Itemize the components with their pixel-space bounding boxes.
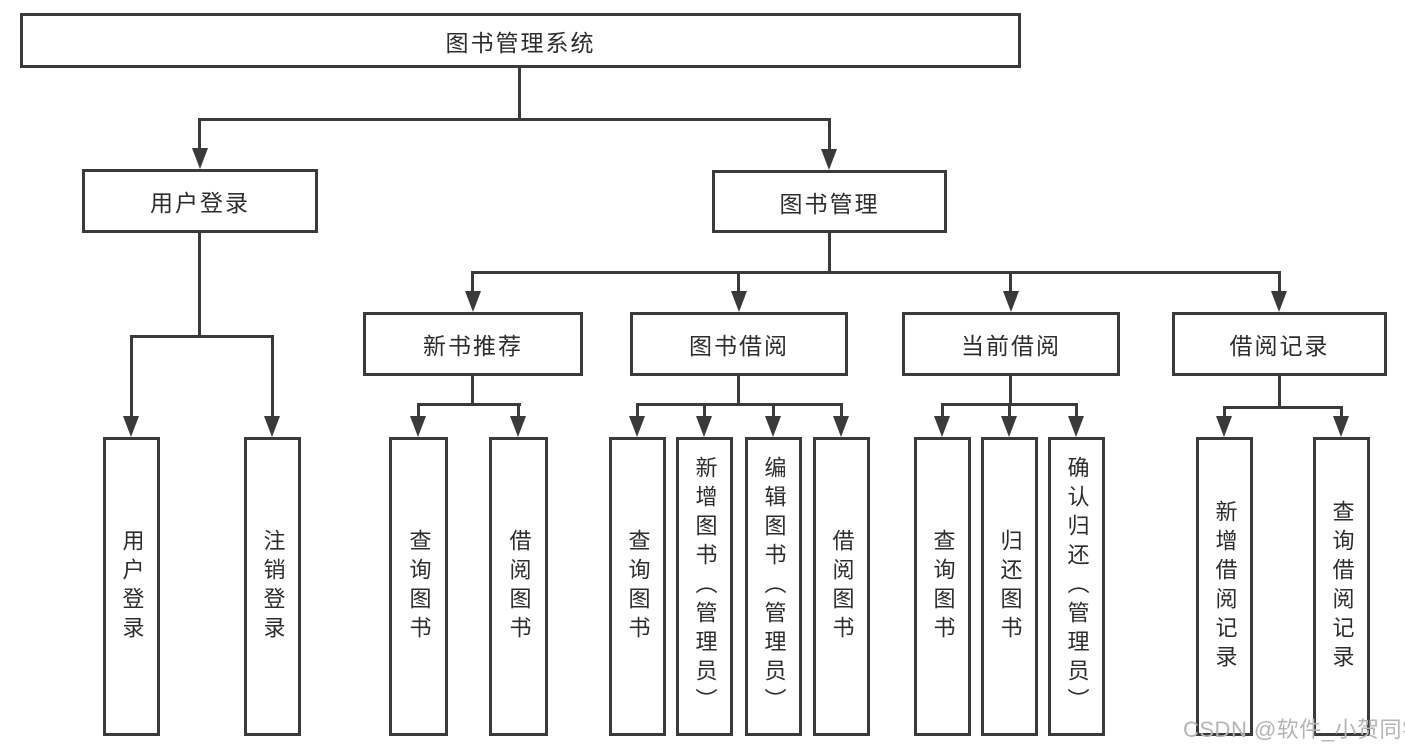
arrow-down-icon (696, 416, 712, 437)
arrow-down-icon (629, 416, 645, 437)
arrow-down-icon (264, 416, 280, 437)
leaf-record-query-borrow-record-label: 查询借阅记录 (1329, 499, 1355, 674)
connector-line (636, 403, 843, 406)
arrow-down-icon (1001, 416, 1017, 437)
node-borrow-record: 借阅记录 (1172, 312, 1387, 376)
leaf-borrow-add-books-admin: 新增图书（管理员） (676, 437, 733, 736)
leaf-borrow-borrow-books: 借阅图书 (813, 437, 870, 736)
connector-line (828, 233, 831, 271)
node-current-borrow: 当前借阅 (902, 312, 1120, 376)
leaf-user-login-label: 用户登录 (119, 528, 145, 645)
arrow-down-icon (465, 291, 481, 312)
leaf-recommend-query-books-label: 查询图书 (406, 528, 432, 645)
node-book-borrow-label: 图书借阅 (689, 333, 789, 359)
connector-line (1223, 406, 1343, 409)
leaf-borrow-borrow-books-label: 借阅图书 (829, 528, 855, 645)
connector-line (471, 376, 474, 403)
arrow-down-icon (192, 148, 208, 169)
connector-line (772, 403, 775, 416)
connector-line (840, 403, 843, 416)
arrow-down-icon (1271, 291, 1287, 312)
node-book-management-label: 图书管理 (779, 190, 880, 217)
connector-line (198, 233, 201, 335)
connector-line (737, 376, 740, 403)
connector-line (130, 335, 133, 416)
connector-line (1278, 271, 1281, 291)
leaf-current-query-books-label: 查询图书 (930, 528, 956, 645)
leaf-recommend-borrow-books-label: 借阅图书 (506, 528, 532, 645)
node-user-login: 用户登录 (82, 169, 318, 233)
leaf-borrow-query-books: 查询图书 (609, 437, 666, 736)
arrow-down-icon (510, 416, 526, 437)
node-current-borrow-label: 当前借阅 (961, 333, 1061, 359)
connector-line (417, 403, 521, 406)
connector-line (471, 271, 1281, 274)
arrow-down-icon (934, 416, 950, 437)
arrow-down-icon (410, 416, 426, 437)
leaf-record-add-borrow-record: 新增借阅记录 (1196, 437, 1253, 736)
arrow-down-icon (1216, 416, 1232, 437)
arrow-down-icon (731, 291, 747, 312)
arrow-down-icon (1003, 291, 1019, 312)
node-book-management: 图书管理 (712, 170, 947, 233)
connector-line (471, 271, 474, 291)
leaf-record-add-borrow-record-label: 新增借阅记录 (1212, 499, 1238, 674)
leaf-current-return-books: 归还图书 (981, 437, 1038, 736)
watermark: CSDN @软件_小贺同学 (1183, 717, 1405, 742)
leaf-borrow-query-books-label: 查询图书 (625, 528, 651, 645)
connector-line (703, 403, 706, 416)
connector-line (517, 403, 520, 416)
leaf-record-query-borrow-record: 查询借阅记录 (1313, 437, 1370, 736)
leaf-logout: 注销登录 (244, 437, 301, 736)
node-root: 图书管理系统 (20, 13, 1021, 68)
connector-line (1009, 376, 1012, 403)
leaf-user-login: 用户登录 (103, 437, 160, 736)
leaf-borrow-edit-books-admin-label: 编辑图书（管理员） (761, 456, 787, 717)
leaf-recommend-borrow-books: 借阅图书 (489, 437, 548, 736)
connector-line (518, 68, 521, 118)
connector-line (941, 403, 944, 416)
leaf-current-return-books-label: 归还图书 (997, 528, 1023, 645)
connector-line (198, 118, 201, 149)
node-user-login-label: 用户登录 (150, 190, 250, 216)
leaf-current-query-books: 查询图书 (914, 437, 971, 736)
connector-line (1009, 271, 1012, 291)
connector-line (1340, 406, 1343, 416)
arrow-down-icon (123, 416, 139, 437)
arrow-down-icon (1068, 416, 1084, 437)
leaf-borrow-add-books-admin-label: 新增图书（管理员） (692, 456, 718, 717)
arrow-down-icon (833, 416, 849, 437)
leaf-logout-label: 注销登录 (260, 528, 286, 645)
connector-line (130, 335, 274, 338)
node-borrow-record-label: 借阅记录 (1229, 333, 1330, 359)
connector-line (271, 335, 274, 416)
leaf-current-confirm-return-admin: 确认归还（管理员） (1048, 437, 1105, 736)
node-new-book-recommend: 新书推荐 (363, 312, 583, 376)
connector-line (828, 118, 831, 149)
connector-line (417, 403, 420, 416)
arrow-down-icon (1333, 416, 1349, 437)
connector-line (1278, 376, 1281, 406)
connector-line (1075, 403, 1078, 416)
node-book-borrow: 图书借阅 (630, 312, 848, 376)
arrow-down-icon (765, 416, 781, 437)
connector-line (737, 271, 740, 291)
connector-line (1223, 406, 1226, 416)
leaf-borrow-edit-books-admin: 编辑图书（管理员） (745, 437, 802, 736)
connector-line (1008, 403, 1011, 416)
leaf-current-confirm-return-admin-label: 确认归还（管理员） (1064, 456, 1090, 717)
node-root-label: 图书管理系统 (445, 29, 596, 56)
connector-line (198, 118, 831, 121)
arrow-down-icon (821, 149, 837, 170)
connector-line (636, 403, 639, 416)
leaf-recommend-query-books: 查询图书 (389, 437, 448, 736)
node-new-book-recommend-label: 新书推荐 (423, 333, 523, 359)
